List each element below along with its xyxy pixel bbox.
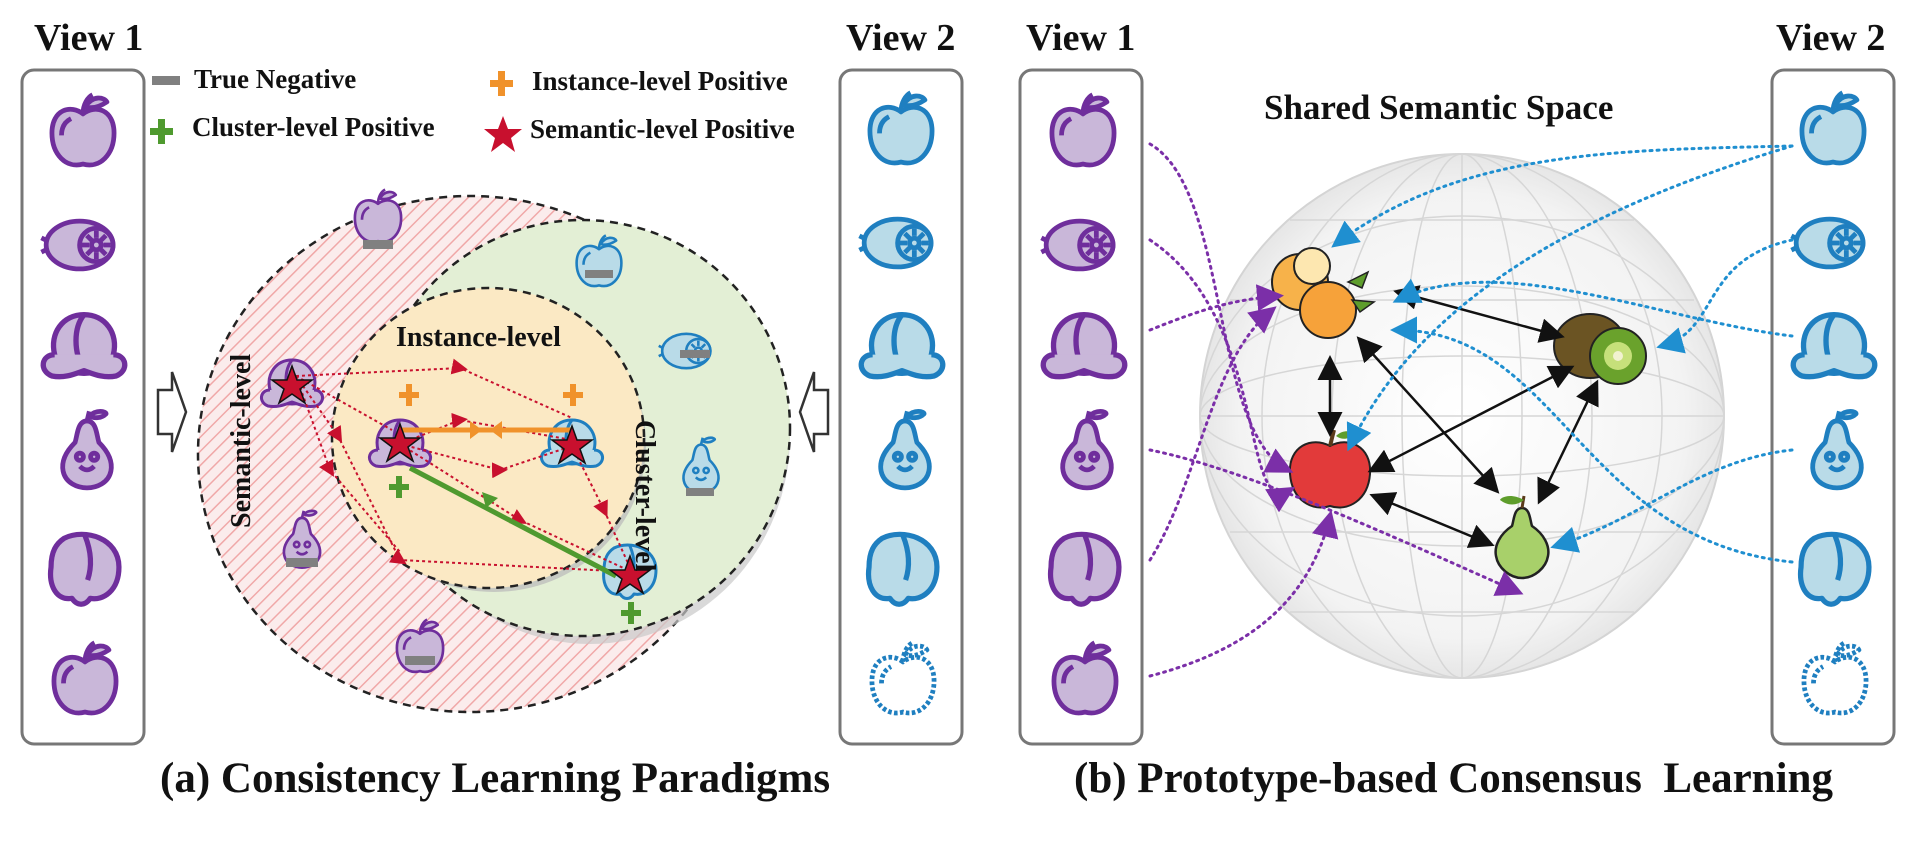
- cluster-level-label: Cluster-level: [629, 420, 660, 572]
- view2-box-b: [1770, 68, 1896, 746]
- semantic-level-label: Semantic-level: [226, 353, 257, 528]
- semantic-links: [295, 358, 633, 573]
- kiwi-icon: [859, 219, 931, 267]
- semantic-positive-stars: [269, 363, 653, 595]
- view2-title-a: View 2: [846, 17, 956, 59]
- legend-semantic-positive: Semantic-level Positive: [530, 114, 795, 144]
- prototype-peach: [1271, 247, 1377, 339]
- kiwi-icon: [1041, 221, 1113, 269]
- caption-a: (a) Consistency Learning Paradigms: [160, 755, 831, 802]
- view2-assignments: [1331, 144, 1794, 564]
- shared-semantic-sphere: [1199, 153, 1725, 679]
- view1-box-a: [20, 68, 146, 746]
- view1-title-a: View 1: [34, 17, 144, 59]
- semantic-positive-glyph: [484, 116, 522, 152]
- view1-input-arrow: [156, 371, 188, 453]
- kiwi-icon: [41, 221, 113, 269]
- kiwi-icon: [1791, 219, 1863, 267]
- view2-input-arrow: [798, 371, 830, 453]
- instance-positive-glyph: [490, 71, 513, 96]
- shared-space-title: Shared Semantic Space: [1264, 88, 1614, 127]
- caption-b: (b) Prototype-based Consensus Learning: [1074, 755, 1833, 802]
- view2-box-a: [838, 68, 964, 746]
- view1-title-b: View 1: [1026, 17, 1136, 59]
- legend-instance-positive: Instance-level Positive: [532, 66, 788, 96]
- legend-glyphs: [150, 71, 522, 152]
- cluster-positive-glyph: [150, 119, 173, 144]
- cluster-link: [408, 465, 618, 579]
- prototype-kiwi: [1553, 313, 1647, 385]
- prototype-links: [1317, 285, 1599, 548]
- view1-box-b: [1018, 68, 1144, 746]
- peach-icon: [1051, 534, 1119, 604]
- true-negative-glyph: [152, 76, 180, 85]
- negatives-a: [282, 188, 721, 674]
- view1-assignments: [1148, 142, 1524, 678]
- legend-cluster-positive: Cluster-level Positive: [192, 112, 435, 142]
- view2-title-b: View 2: [1776, 17, 1886, 59]
- legend-true-negative: True Negative: [194, 64, 357, 94]
- peach-icon: [869, 534, 937, 604]
- peach-icon: [1801, 534, 1869, 604]
- plus-marks: [389, 384, 641, 624]
- peach-icon: [51, 534, 119, 604]
- instance-level-label: Instance-level: [396, 322, 561, 353]
